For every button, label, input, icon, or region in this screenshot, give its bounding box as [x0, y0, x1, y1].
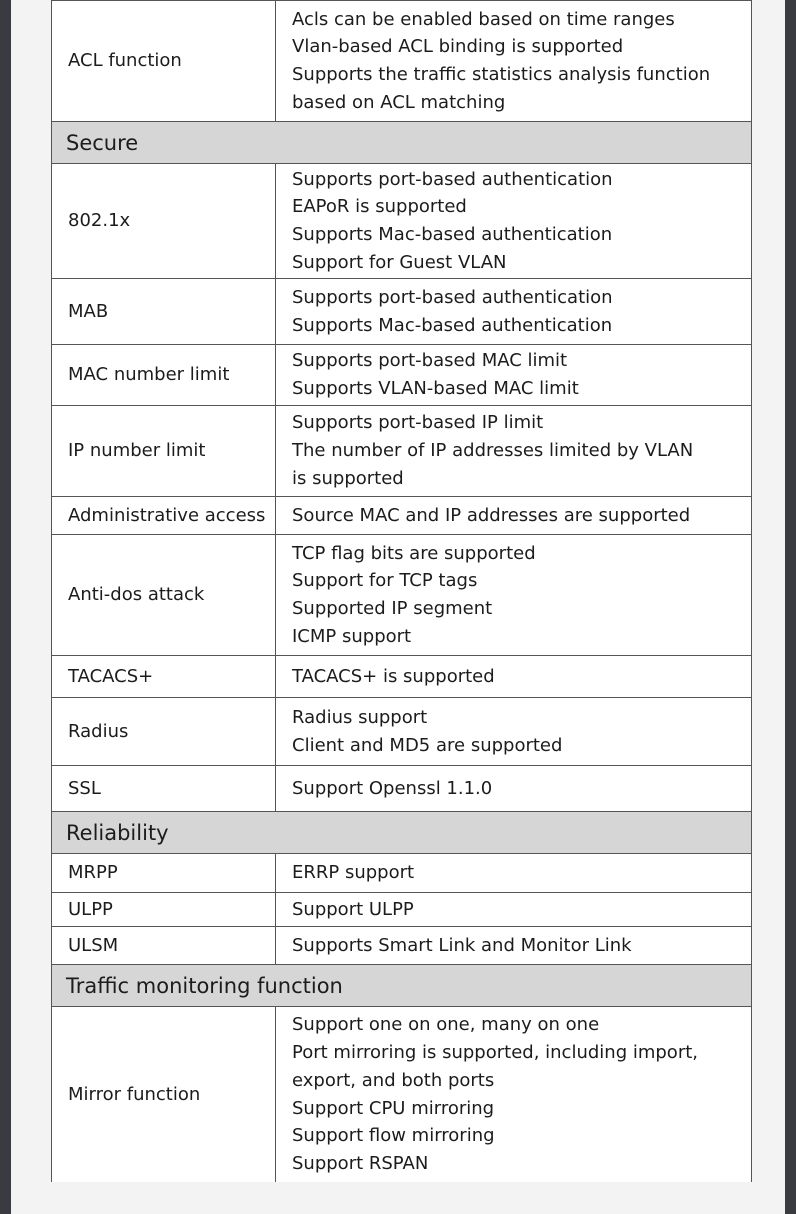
description-line: Supports Mac-based authentication — [292, 314, 613, 336]
feature-label: ACL function — [51, 0, 276, 122]
description-line: Support ULPP — [292, 898, 414, 920]
section-header-row: Traffic monitoring function — [51, 964, 752, 1007]
feature-description: Acls can be enabled based on time ranges… — [275, 0, 752, 122]
description-line: Support for Guest VLAN — [292, 251, 507, 273]
section-title: Traffic monitoring function — [51, 964, 752, 1007]
description-line: Supported IP segment — [292, 598, 493, 619]
feature-label: SSL — [51, 765, 276, 812]
spec-row: TACACS+ TACACS+ is supported — [51, 655, 752, 698]
feature-label: TACACS+ — [51, 655, 276, 698]
description-line: Supports Mac-based authentication — [292, 224, 613, 245]
feature-label: Anti-dos attack — [51, 534, 276, 656]
page-bottom-margin — [11, 1182, 785, 1214]
description-line: Support CPU mirroring — [292, 1097, 495, 1119]
description-line: Support flow mirroring — [292, 1125, 495, 1147]
spec-row: ULPP Support ULPP — [51, 892, 752, 927]
spec-row: SSL Support Openssl 1.1.0 — [51, 765, 752, 812]
feature-label: Mirror function — [51, 1006, 276, 1183]
section-header-row: Secure — [51, 121, 752, 164]
description-line: Source MAC and IP addresses are supporte… — [292, 504, 691, 526]
feature-description: Support Openssl 1.1.0 — [275, 765, 752, 812]
feature-label: Administrative access — [51, 496, 276, 535]
feature-label: MAB — [51, 278, 276, 345]
description-line: Port mirroring is supported, including i… — [292, 1042, 699, 1091]
description-line: Supports port-based authentication — [292, 286, 613, 308]
description-line: Supports port-based IP limit — [292, 412, 544, 434]
description-line: TACACS+ is supported — [292, 665, 495, 687]
feature-description: ERRP support — [275, 853, 752, 893]
description-line: Supports VLAN-based MAC limit — [292, 378, 579, 399]
spec-row: Administrative access Source MAC and IP a… — [51, 496, 752, 535]
description-line: is supported — [292, 467, 404, 489]
feature-label: MAC number limit — [51, 344, 276, 406]
description-line: Supports port-based MAC limit — [292, 350, 568, 372]
description-line: Client and MD5 are supported — [292, 734, 563, 756]
description-line: Support for TCP tags — [292, 570, 478, 592]
description-line: Support Openssl 1.1.0 — [292, 777, 493, 799]
description-line: EAPoR is supported — [292, 196, 467, 218]
description-line: ERRP support — [292, 862, 415, 884]
description-line: ICMP support — [292, 625, 412, 647]
spec-row: MRPP ERRP support — [51, 853, 752, 893]
description-line: Vlan-based ACL binding is supported — [292, 36, 624, 58]
description-line: TCP flag bits are supported — [292, 542, 536, 564]
feature-description: Support ULPP — [275, 892, 752, 927]
description-line: Support one on one, many on one — [292, 1014, 600, 1036]
feature-label: ULSM — [51, 926, 276, 965]
description-line: The number of IP addresses limited by VL… — [292, 440, 694, 462]
description-line: Support RSPAN — [292, 1152, 429, 1174]
description-line: Acls can be enabled based on time ranges — [292, 8, 675, 30]
feature-description: Supports Smart Link and Monitor Link — [275, 926, 752, 965]
section-title: Secure — [51, 121, 752, 164]
feature-label: 802.1x — [51, 163, 276, 279]
feature-label: ULPP — [51, 892, 276, 927]
section-title: Reliability — [51, 811, 752, 854]
description-line: Supports Smart Link and Monitor Link — [292, 934, 632, 956]
section-header-row: Reliability — [51, 811, 752, 854]
feature-label: IP number limit — [51, 405, 276, 497]
feature-label: MRPP — [51, 853, 276, 893]
feature-description: TACACS+ is supported — [275, 655, 752, 698]
feature-label: Radius — [51, 697, 276, 766]
description-line: Supports port-based authentication — [292, 168, 613, 190]
description-line: Supports the traffic statistics analysis… — [292, 64, 711, 113]
spec-row: ULSM Supports Smart Link and Monitor Link — [51, 926, 752, 965]
description-line: Radius support — [292, 706, 428, 728]
feature-description: Source MAC and IP addresses are supporte… — [275, 496, 752, 535]
